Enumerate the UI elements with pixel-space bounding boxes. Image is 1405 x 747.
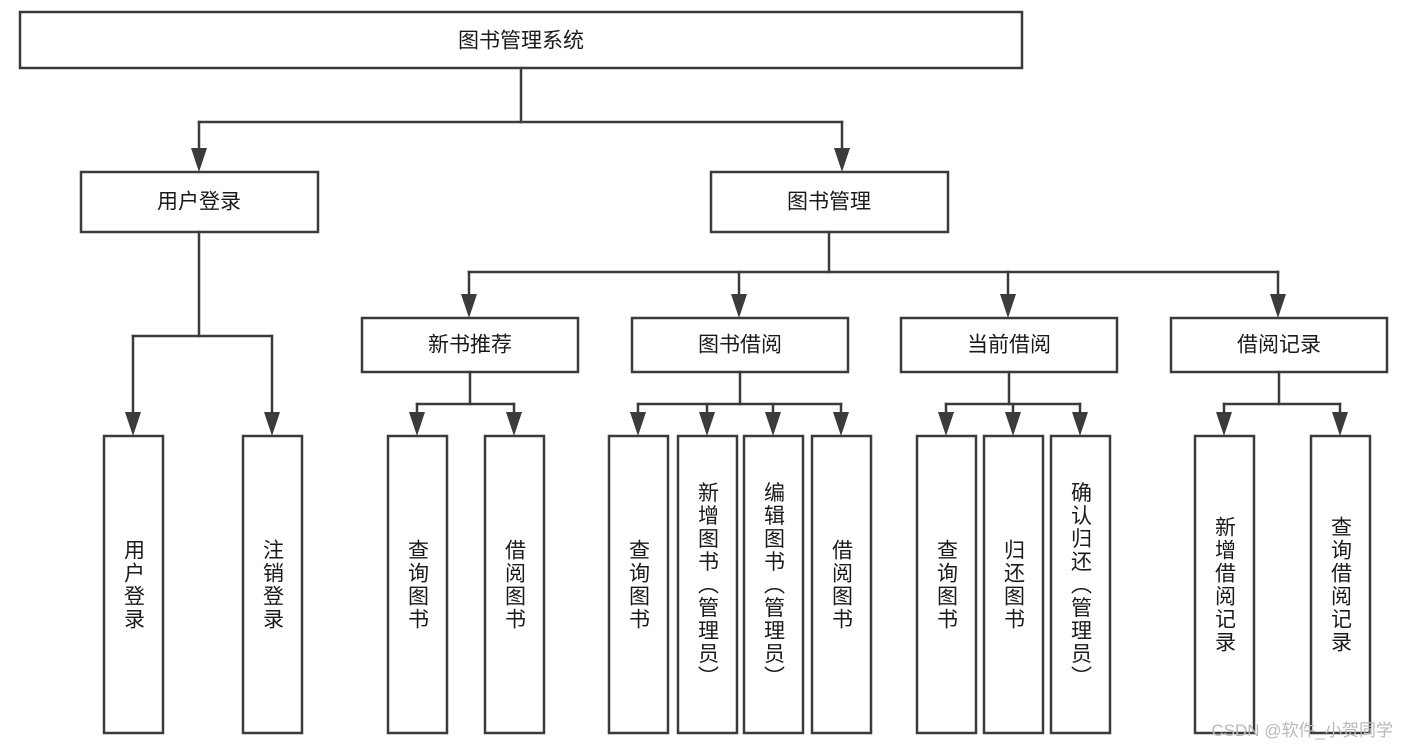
leaf-current-borrow-2[interactable]: 确认归还（管理员） xyxy=(1049,434,1112,735)
node-borrow-record-label: 借阅记录 xyxy=(1237,334,1321,357)
arrow-head-icon xyxy=(699,412,715,436)
connector-user-login-to-leaves xyxy=(125,230,280,436)
leaf-user-login-1[interactable]: 注销登录 xyxy=(241,434,304,735)
arrow-head-icon xyxy=(1270,294,1286,318)
arrow-head-icon xyxy=(264,412,280,436)
leaf-box xyxy=(742,434,805,735)
node-user-login-label: 用户登录 xyxy=(157,191,241,214)
arrow-head-icon xyxy=(833,412,849,436)
leaf-label: 注销登录 xyxy=(261,539,285,631)
arrow-head-icon xyxy=(938,412,954,436)
arrow-head-icon xyxy=(1005,412,1021,436)
leaf-box xyxy=(1049,434,1112,735)
leaf-label: 新增借阅记录 xyxy=(1213,516,1237,654)
connector-book-management-to-level3 xyxy=(461,230,1286,318)
node-borrow-record[interactable]: 借阅记录 xyxy=(1169,316,1389,374)
arrow-head-icon xyxy=(630,412,646,436)
node-user-login-box xyxy=(79,170,320,234)
leaf-box xyxy=(676,434,739,735)
arrow-head-icon xyxy=(1072,412,1088,436)
node-root-label: 图书管理系统 xyxy=(458,30,584,53)
connector-book-borrow-to-leaves xyxy=(630,370,849,436)
arrow-head-icon xyxy=(191,148,207,172)
leaf-box xyxy=(241,434,304,735)
leaf-new-book-0[interactable]: 查询图书 xyxy=(386,434,449,735)
leaf-box xyxy=(1309,434,1372,735)
arrow-head-icon xyxy=(125,412,141,436)
node-new-book-recommend-box xyxy=(360,316,580,374)
arrow-head-icon xyxy=(731,294,747,318)
csdn-watermark: CSDN @软件_小贺同学 xyxy=(1211,721,1393,740)
leaf-label: 归还图书 xyxy=(1002,539,1026,631)
leaf-label: 编辑图书（管理员） xyxy=(762,482,786,689)
arrow-head-icon xyxy=(1000,294,1016,318)
connector-borrow-record-to-leaves xyxy=(1216,370,1348,436)
arrow-head-icon xyxy=(765,412,781,436)
leaf-box xyxy=(102,434,165,735)
leaf-box xyxy=(607,434,670,735)
leaf-new-book-1[interactable]: 借阅图书 xyxy=(483,434,546,735)
leaf-label: 借阅图书 xyxy=(830,539,854,631)
leaf-label: 查询图书 xyxy=(935,539,959,631)
connector-root-to-level2 xyxy=(191,66,850,172)
arrow-head-icon xyxy=(506,412,522,436)
node-book-management-label: 图书管理 xyxy=(787,191,871,214)
node-book-borrow-label: 图书借阅 xyxy=(698,334,782,357)
leaf-label: 查询图书 xyxy=(406,539,430,631)
node-book-management[interactable]: 图书管理 xyxy=(709,170,950,234)
leaf-book-borrow-1[interactable]: 新增图书（管理员） xyxy=(676,434,739,735)
leaf-box xyxy=(386,434,449,735)
node-current-borrow[interactable]: 当前借阅 xyxy=(899,316,1119,374)
leaf-borrow-record-0[interactable]: 新增借阅记录 xyxy=(1193,434,1256,735)
arrow-head-icon xyxy=(461,294,477,318)
node-new-book-recommend[interactable]: 新书推荐 xyxy=(360,316,580,374)
leaf-box xyxy=(1193,434,1256,735)
leaf-book-borrow-2[interactable]: 编辑图书（管理员） xyxy=(742,434,805,735)
leaf-label: 用户登录 xyxy=(122,539,146,631)
leaf-box xyxy=(810,434,873,735)
arrow-head-icon xyxy=(1216,412,1232,436)
node-user-login[interactable]: 用户登录 xyxy=(79,170,320,234)
node-current-borrow-label: 当前借阅 xyxy=(967,334,1051,357)
node-current-borrow-box xyxy=(899,316,1119,374)
arrow-head-icon xyxy=(409,412,425,436)
arrow-head-icon xyxy=(1332,412,1348,436)
leaf-current-borrow-1[interactable]: 归还图书 xyxy=(982,434,1045,735)
leaf-label: 新增图书（管理员） xyxy=(696,482,720,689)
leaf-box xyxy=(483,434,546,735)
leaf-book-borrow-0[interactable]: 查询图书 xyxy=(607,434,670,735)
leaf-user-login-0[interactable]: 用户登录 xyxy=(102,434,165,735)
node-new-book-recommend-label: 新书推荐 xyxy=(428,334,512,357)
leaf-label: 借阅图书 xyxy=(503,539,527,631)
node-book-borrow[interactable]: 图书借阅 xyxy=(630,316,850,374)
node-root[interactable]: 图书管理系统 xyxy=(18,10,1024,70)
leaf-label: 查询图书 xyxy=(627,539,651,631)
leaf-box xyxy=(915,434,978,735)
connector-current-borrow-to-leaves xyxy=(938,370,1088,436)
leaf-box xyxy=(982,434,1045,735)
leaf-label: 确认归还（管理员） xyxy=(1069,482,1093,689)
leaf-label: 查询借阅记录 xyxy=(1329,516,1353,654)
arrow-head-icon xyxy=(834,148,850,172)
leaf-book-borrow-3[interactable]: 借阅图书 xyxy=(810,434,873,735)
node-root-box xyxy=(18,10,1024,70)
leaf-current-borrow-0[interactable]: 查询图书 xyxy=(915,434,978,735)
leaf-borrow-record-1[interactable]: 查询借阅记录 xyxy=(1309,434,1372,735)
connector-new-book-to-leaves xyxy=(409,370,522,436)
